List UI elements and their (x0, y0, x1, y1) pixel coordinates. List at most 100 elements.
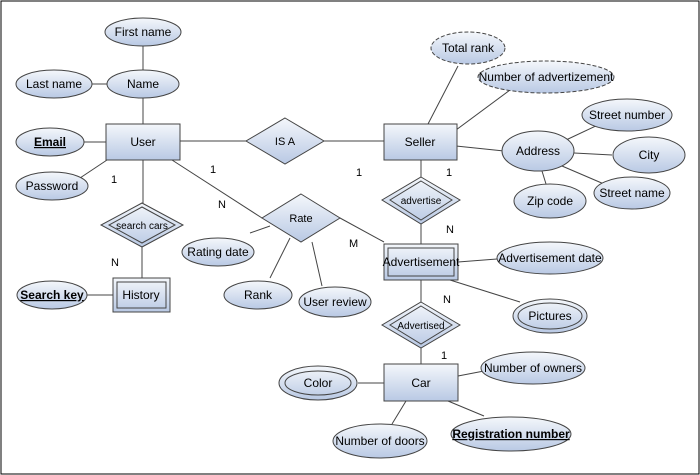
relationship-advertised-outer (381, 301, 461, 349)
cardinality-user-rate: N (218, 199, 226, 211)
attr-password-ellipse (15, 171, 89, 201)
attr-pictures-label: Pictures (528, 309, 571, 323)
attr-total-rank-label: Total rank (442, 41, 495, 55)
entity-advertisement-outer (383, 243, 459, 281)
line-seller-numadvert (455, 89, 511, 131)
attr-advertisement-date-label: Advertisement date (498, 251, 602, 265)
cardinality-user-search: 1 (111, 174, 117, 186)
relationship-is-a-label: IS A (275, 136, 296, 148)
relationship-advertise-outer (381, 176, 461, 225)
line-seller-address (455, 145, 505, 152)
attr-zip-code-label: Zip code (527, 194, 573, 208)
line-advertisement-pictures (449, 279, 521, 303)
attr-registration-number: Registration number (450, 416, 572, 452)
connector-lines (79, 45, 613, 425)
attr-zip-code-ellipse (513, 183, 587, 219)
attr-number-of-advertizement-ellipse (477, 60, 615, 94)
entity-history-outer (112, 277, 171, 313)
attr-city-label: City (639, 148, 660, 162)
attr-color: Color (278, 365, 358, 401)
line-car-numowners (457, 370, 485, 377)
relationship-advertised-inner (389, 305, 453, 345)
attr-address-ellipse (501, 130, 575, 172)
cardinality-user-isa: 1 (210, 164, 216, 176)
line-rank-rate (269, 237, 291, 279)
relationship-is-a: IS A (245, 117, 325, 165)
line-password-user (79, 159, 108, 179)
line-rate-advertisement (339, 217, 385, 243)
attr-number-of-owners-ellipse (480, 351, 586, 385)
entity-advertisement-label: Advertisement (383, 255, 460, 269)
attr-number-of-doors-label: Number of doors (335, 434, 424, 448)
relationship-advertised: Advertised (381, 301, 461, 349)
entity-car-box (383, 363, 459, 402)
relationship-advertised-label: Advertised (397, 321, 444, 332)
attr-search-key-ellipse (16, 280, 88, 310)
attr-last-name-label: Last name (26, 77, 82, 91)
line-ratingdate-rate (249, 225, 271, 234)
attr-email: Email (15, 127, 85, 157)
cardinality-advertisement-rate: M (349, 238, 358, 250)
line-car-numdoors (391, 400, 407, 425)
relationship-advertise-label: advertise (401, 196, 442, 207)
line-advertisement-date (457, 258, 498, 263)
entity-seller: Seller (383, 123, 458, 161)
entity-user-label: User (130, 135, 155, 149)
attr-street-name: Street name (593, 176, 671, 210)
attr-name-ellipse (106, 69, 180, 99)
attr-total-rank-ellipse (430, 31, 506, 65)
attr-user-review-ellipse (298, 286, 372, 318)
relationship-search-cars-inner (107, 206, 177, 244)
attr-last-name-ellipse (15, 69, 93, 99)
attr-street-number: Street number (581, 98, 673, 132)
attr-address: Address (501, 130, 575, 172)
attr-rating-date-label: Rating date (187, 245, 249, 259)
attr-number-of-owners-label: Number of owners (484, 361, 582, 375)
attr-email-ellipse (15, 127, 85, 157)
attr-rank-ellipse (223, 280, 293, 310)
attr-street-number-label: Street number (589, 108, 665, 122)
attr-total-rank: Total rank (430, 31, 506, 65)
attr-number-of-advertizement-label: Number of advertizement (479, 70, 614, 84)
entity-history: History (112, 277, 171, 313)
relationship-advertise: advertise (381, 176, 461, 225)
cardinality-history-search: N (111, 257, 119, 269)
attr-street-number-ellipse (581, 98, 673, 132)
entity-seller-box (383, 123, 458, 161)
relationship-rate-label: Rate (289, 213, 312, 225)
line-address-streetname (561, 165, 605, 185)
attr-number-of-owners: Number of owners (480, 351, 586, 385)
attr-number-of-doors-ellipse (332, 423, 428, 459)
entity-car: Car (383, 363, 459, 402)
relationship-rate: Rate (261, 193, 341, 243)
attr-rank-label: Rank (244, 288, 273, 302)
attr-user-review: User review (298, 286, 372, 318)
attr-pictures-inner (517, 302, 583, 330)
attr-registration-number-ellipse (450, 416, 572, 452)
entity-user-box (105, 123, 181, 161)
attr-password-label: Password (26, 179, 79, 193)
attr-street-name-label: Street name (599, 186, 665, 200)
relationship-search-cars-outer (99, 202, 185, 248)
entity-history-label: History (122, 288, 159, 302)
entity-advertisement: Advertisement (383, 243, 460, 281)
attr-number-of-advertizement: Number of advertizement (477, 60, 615, 94)
attr-pictures-outer (512, 298, 588, 334)
relationship-search-cars: search cars (99, 202, 185, 248)
attr-first-name-label: First name (115, 25, 172, 39)
attr-address-label: Address (516, 144, 560, 158)
relationship-search-cars-label: search cars (116, 221, 168, 232)
attr-user-review-label: User review (303, 295, 367, 309)
entity-history-inner (116, 281, 167, 309)
attr-rating-date-ellipse (181, 237, 255, 267)
attr-zip-code: Zip code (513, 183, 587, 219)
attr-name: Name (106, 69, 180, 99)
attr-color-label: Color (304, 376, 333, 390)
attr-city-ellipse (612, 136, 686, 174)
attr-registration-number-label: Registration number (452, 427, 570, 441)
attr-street-name-ellipse (593, 176, 671, 210)
cardinality-seller-advertise: 1 (446, 167, 452, 179)
line-address-streetnumber (565, 123, 601, 141)
line-car-regnumber (447, 400, 485, 417)
